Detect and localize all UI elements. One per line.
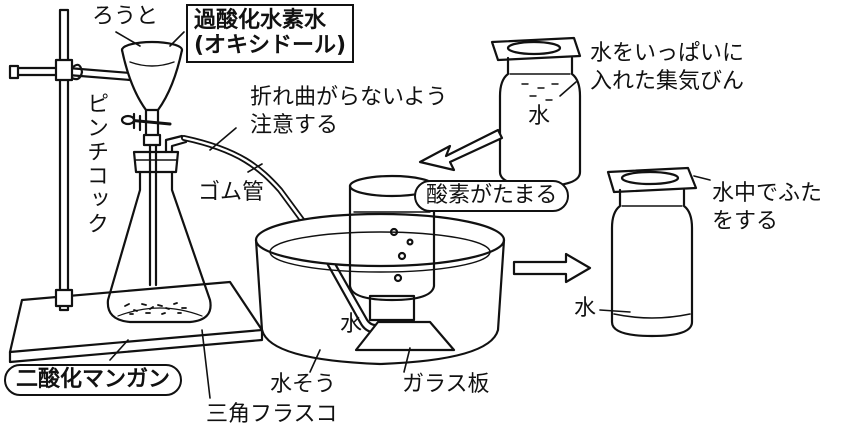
right-jar-water-label: 水 [574, 296, 597, 321]
arrow-to-covered-jar [512, 252, 592, 284]
glass-plate-label: ガラス板 [402, 372, 490, 397]
jar-water-label: 水 [528, 104, 551, 129]
inverted-jar [348, 174, 436, 302]
covered-jar [606, 166, 698, 338]
flask-label: 三角フラスコ [206, 402, 338, 427]
no-bend-line2: 注意する [250, 112, 339, 138]
no-bend-line1: 折れ曲がらないよう [250, 85, 448, 110]
fill-jar-note: 水をいっぱいに 入れた集気びん [590, 40, 744, 95]
cover-line2: をする [712, 208, 779, 234]
arrow-to-trough [418, 128, 504, 172]
funnel [120, 40, 184, 147]
hydrogen-peroxide-line2: (オキシドール) [194, 33, 347, 59]
fill-jar-line1: 水をいっぱいに [590, 41, 745, 66]
cover-line1: 水中でふた [712, 181, 823, 206]
pinchcock-label: ピンチコック [83, 92, 108, 236]
fill-jar-line2: 入れた集気びん [590, 68, 745, 94]
trough-label: 水そう [270, 372, 337, 397]
rubber-tube-label: ゴム管 [198, 180, 265, 205]
trough [254, 212, 506, 366]
leader-lines [109, 31, 711, 399]
trough-water-label: 水 [340, 312, 363, 337]
no-bend-note: 折れ曲がらないよう 注意する [250, 84, 448, 139]
hydrogen-peroxide-line1: 過酸化水素水 [194, 8, 327, 33]
funnel-label: ろうと [92, 4, 159, 29]
manganese-dioxide-label: 二酸化マンガン [4, 364, 183, 396]
oxygen-collects-label: 酸素がたまる [414, 180, 570, 212]
stand [8, 8, 264, 364]
hydrogen-peroxide-label: 過酸化水素水 (オキシドール) [186, 4, 355, 63]
flask [106, 134, 212, 324]
pinchcock [120, 112, 172, 132]
cover-under-water-note: 水中でふた をする [712, 180, 822, 235]
